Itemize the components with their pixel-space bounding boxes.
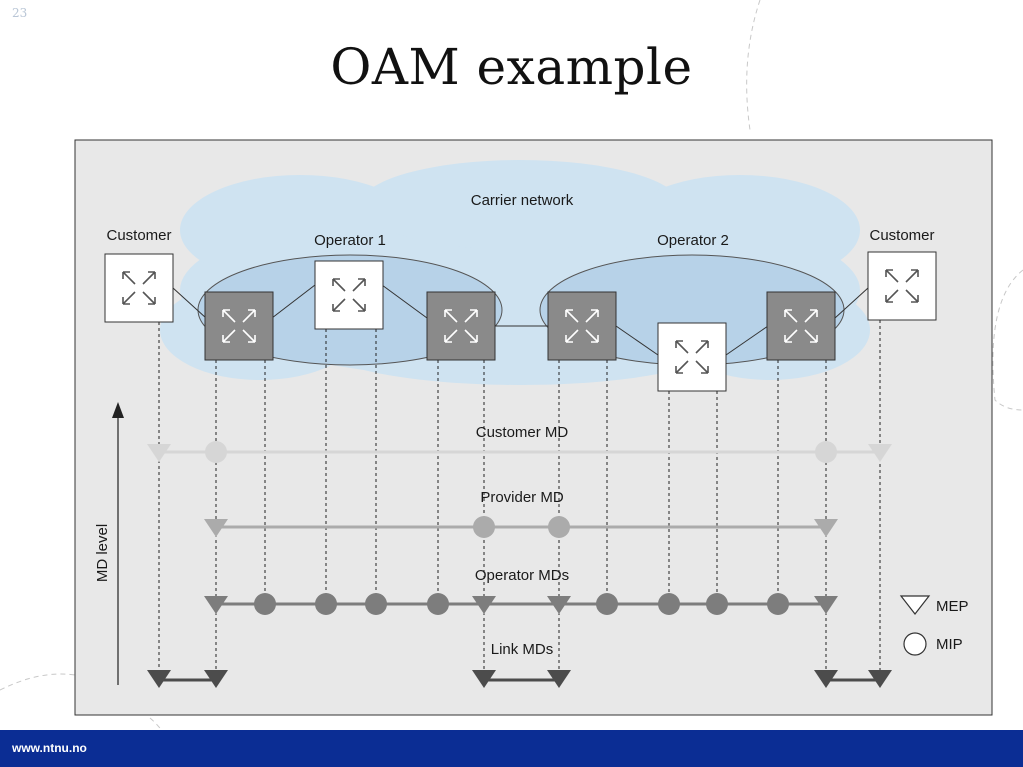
link-md-mep-3 <box>472 670 496 688</box>
link-md-mep-6 <box>868 670 892 688</box>
operator2-edge-switch-left <box>547 291 617 361</box>
operator-md-mep-1 <box>204 596 228 614</box>
link-mds-label: Link MDs <box>491 641 554 658</box>
legend-mip-symbol <box>903 632 927 656</box>
network-links <box>172 284 869 356</box>
provider-md-mep-left <box>204 519 228 537</box>
operator-mds <box>204 593 838 615</box>
customer-md-mep-left <box>147 444 171 462</box>
slide-title: OAM example <box>330 38 693 96</box>
link-mds <box>147 670 892 688</box>
operator1-edge-switch-left <box>204 291 274 361</box>
operator2-edge-switch-right <box>766 291 836 361</box>
operator-md-mip-1 <box>254 593 276 615</box>
legend-mip-label: MIP <box>936 636 963 653</box>
link-md-mep-2 <box>204 670 228 688</box>
legend-mep-label: MEP <box>936 598 969 615</box>
operator1-edge-switch-right <box>426 291 496 361</box>
operator-md-mep-3 <box>547 596 571 614</box>
operator-md-mip-8 <box>767 593 789 615</box>
link-md-mep-1 <box>147 670 171 688</box>
operator1-label: Operator 1 <box>314 232 386 249</box>
operator-md-mip-6 <box>658 593 680 615</box>
operator-mds-label: Operator MDs <box>475 567 569 584</box>
customer-md-label: Customer MD <box>476 424 569 441</box>
customer-md-mip-left <box>205 441 227 463</box>
slide-number: 23 <box>12 6 28 20</box>
link-md-mep-4 <box>547 670 571 688</box>
operator-md-mep-4 <box>814 596 838 614</box>
provider-md-mep-right <box>814 519 838 537</box>
operator2-label: Operator 2 <box>657 232 729 249</box>
customer-switch-left <box>104 253 174 323</box>
customer-switch-right <box>867 251 937 321</box>
operator1-core-switch <box>314 260 384 330</box>
operator2-core-switch <box>657 322 727 392</box>
link-md-mep-5 <box>814 670 838 688</box>
provider-md-mip-2 <box>548 516 570 538</box>
customer-right-label: Customer <box>869 227 934 244</box>
drop-lines <box>158 320 881 670</box>
footer-bar: www.ntnu.no <box>0 730 1023 767</box>
provider-md-mip-1 <box>473 516 495 538</box>
provider-md-label: Provider MD <box>480 489 564 506</box>
provider-md <box>204 516 838 538</box>
operator-md-mip-2 <box>315 593 337 615</box>
operator-md-mip-4 <box>427 593 449 615</box>
customer-md-mep-right <box>868 444 892 462</box>
cloud-label: Carrier network <box>471 192 574 209</box>
customer-md <box>147 441 892 463</box>
md-level-axis-label: MD level <box>94 524 111 582</box>
operator-md-mip-3 <box>365 593 387 615</box>
legend-mep-symbol <box>899 595 931 615</box>
operator-md-mip-7 <box>706 593 728 615</box>
footer-url: www.ntnu.no <box>12 741 87 755</box>
operator-md-mip-5 <box>596 593 618 615</box>
customer-left-label: Customer <box>106 227 171 244</box>
customer-md-mip-right <box>815 441 837 463</box>
legend: MEP MIP <box>899 595 969 656</box>
operator-md-mep-2 <box>472 596 496 614</box>
md-level-axis <box>112 402 124 685</box>
